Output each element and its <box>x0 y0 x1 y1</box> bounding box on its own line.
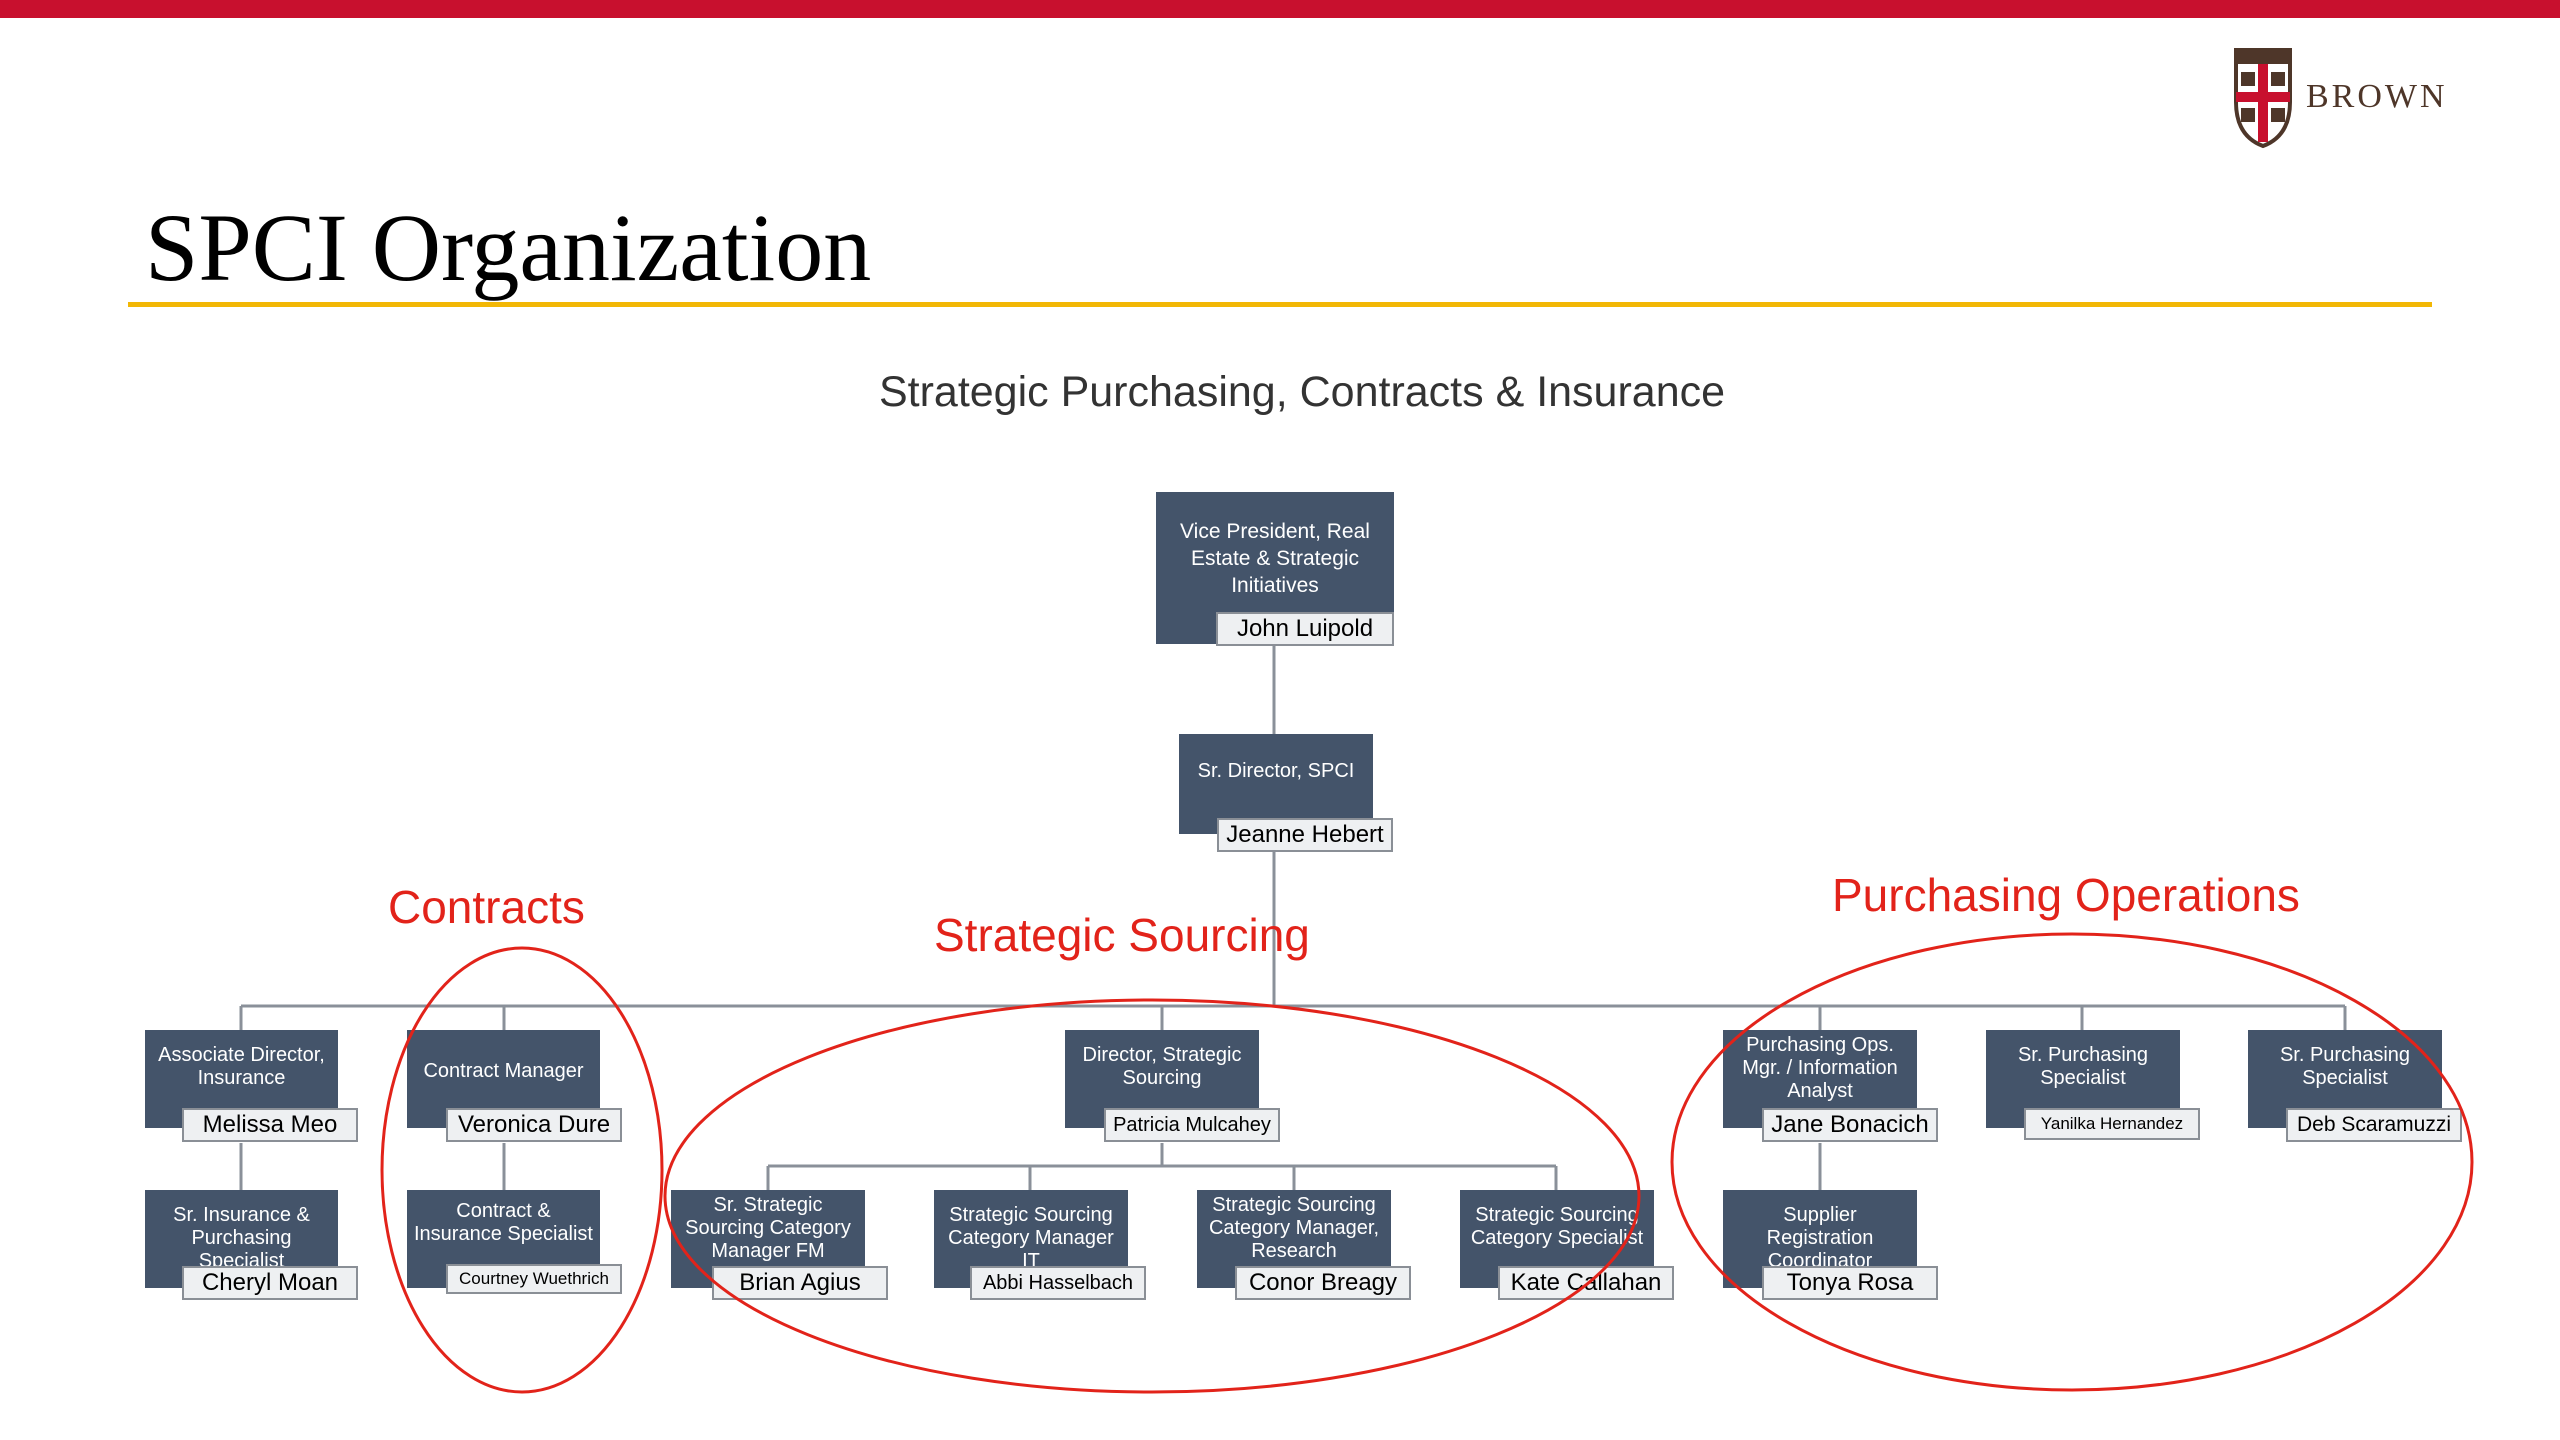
brown-shield-logo-icon <box>2234 48 2292 149</box>
node-name: Tonya Rosa <box>1762 1266 1938 1300</box>
node-name: Patricia Mulcahey <box>1104 1108 1280 1142</box>
node-role: Purchasing Ops. Mgr. / Information Analy… <box>1742 1034 1898 1102</box>
node-name: Abbi Hasselbach <box>970 1266 1146 1300</box>
page-title: SPCI Organization <box>145 194 872 301</box>
node-name: Jane Bonacich <box>1762 1108 1938 1142</box>
node-role: Supplier Registration Coordinator <box>1766 1204 1874 1272</box>
node-name: Veronica Dure <box>446 1108 622 1142</box>
top-accent-bar <box>0 0 2560 18</box>
node-role: Sr. Purchasing Specialist <box>2017 1044 2149 1089</box>
node-role: Sr. Insurance & Purchasing Specialist <box>173 1204 310 1272</box>
node-name: John Luipold <box>1216 612 1394 646</box>
node-name: Cheryl Moan <box>182 1266 358 1300</box>
node-role: Contract Manager <box>423 1060 584 1082</box>
node-role: Contract & Insurance Specialist <box>414 1200 593 1245</box>
org-node-sr-director: Sr. Director, SPCI <box>1179 734 1373 834</box>
purchasing-operations-label: Purchasing Operations <box>1832 869 2300 921</box>
node-role: Associate Director, Insurance <box>158 1044 325 1089</box>
node-name: Kate Callahan <box>1498 1266 1674 1300</box>
node-role: Strategic Sourcing Category Specialist <box>1470 1204 1644 1249</box>
org-node-sr-insurance-specialist: Sr. Insurance & Purchasing Specialist <box>145 1190 338 1288</box>
node-name: Courtney Wuethrich <box>446 1264 622 1294</box>
node-name: Deb Scaramuzzi <box>2286 1108 2462 1142</box>
contracts-label: Contracts <box>388 881 585 933</box>
node-role: Vice President, Real Estate & Strategic … <box>1180 520 1370 597</box>
node-role: Sr. Purchasing Specialist <box>2279 1044 2411 1089</box>
node-role: Strategic Sourcing Category Manager IT <box>948 1204 1114 1272</box>
node-name: Yanilka Hernandez <box>2024 1108 2200 1140</box>
node-name: Conor Breagy <box>1235 1266 1411 1300</box>
node-role: Sr. Director, SPCI <box>1197 760 1355 782</box>
node-name: Jeanne Hebert <box>1217 818 1393 852</box>
strategic-sourcing-label: Strategic Sourcing <box>934 909 1310 961</box>
node-role: Sr. Strategic Sourcing Category Manager … <box>685 1194 851 1262</box>
node-name: Melissa Meo <box>182 1108 358 1142</box>
title-underline <box>128 302 2432 307</box>
chart-subtitle: Strategic Purchasing, Contracts & Insura… <box>878 368 1726 416</box>
node-role: Strategic Sourcing Category Manager, Res… <box>1208 1194 1380 1262</box>
logo-wordmark: BROWN <box>2306 78 2448 115</box>
node-role: Director, Strategic Sourcing <box>1082 1044 1242 1089</box>
node-name: Brian Agius <box>712 1266 888 1300</box>
